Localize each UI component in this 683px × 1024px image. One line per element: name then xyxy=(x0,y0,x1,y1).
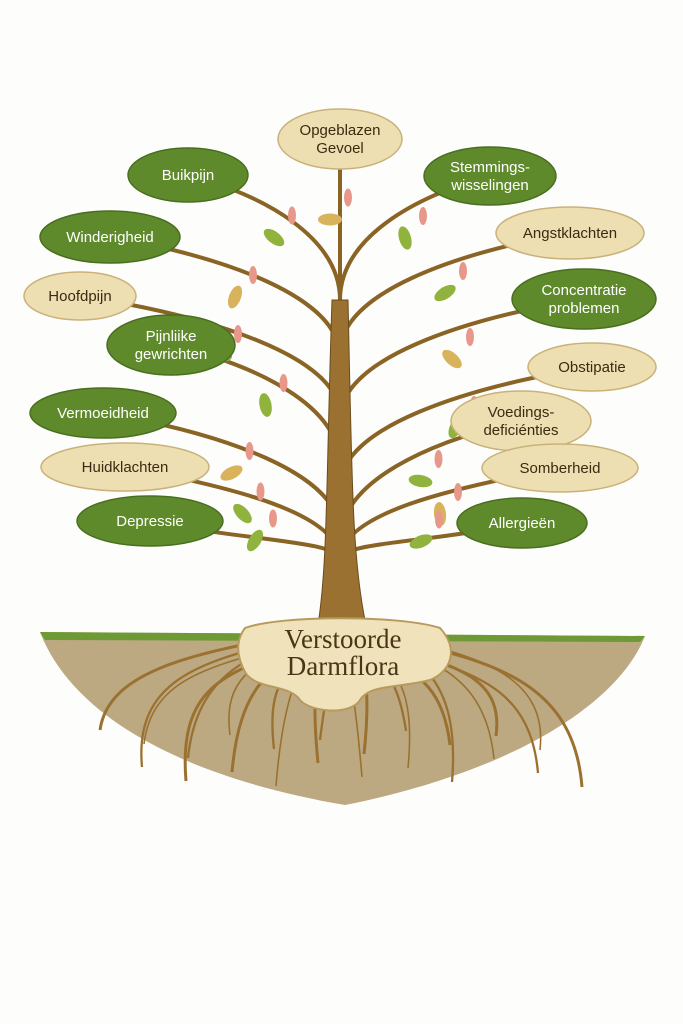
symptom-label: Stemmings-wisselingen xyxy=(423,146,557,206)
flower-bud xyxy=(245,442,254,460)
leaf xyxy=(220,465,243,481)
label-text: wisselingen xyxy=(450,177,529,194)
leaf xyxy=(318,213,342,226)
label-bubble xyxy=(481,443,639,493)
flower-bud xyxy=(249,266,257,284)
leaf xyxy=(263,228,285,247)
symptom-label: Buikpijn xyxy=(127,147,249,203)
label-bubble xyxy=(29,387,177,439)
symptom-label: Voedings-deficiénties xyxy=(450,390,592,452)
label-bubble xyxy=(450,390,592,452)
label-text: Opgeblazen xyxy=(300,122,381,139)
label-text: deficiénties xyxy=(483,422,558,439)
label-text: Winderigheid xyxy=(66,229,154,246)
label-text: Hoofdpijn xyxy=(48,288,111,305)
label-bubble xyxy=(511,268,657,330)
flower-bud xyxy=(466,328,474,346)
flower-bud xyxy=(344,188,352,207)
label-text: Huidklachten xyxy=(82,459,169,476)
label-bubble xyxy=(127,147,249,203)
flower-bud xyxy=(279,374,288,392)
label-text: Allergieën xyxy=(489,515,556,532)
root-label-verstoorde-darmflora: Verstoorde Darmflora xyxy=(237,617,452,712)
label-text: Concentratie xyxy=(541,282,626,299)
label-text: gewrichten xyxy=(135,346,208,363)
flower-bud xyxy=(434,450,443,468)
leaf xyxy=(246,529,264,552)
label-bubble xyxy=(106,314,236,376)
leaf xyxy=(398,226,412,250)
symptom-label: Somberheid xyxy=(481,443,639,493)
label-bubble xyxy=(23,271,137,321)
label-text: Obstipatie xyxy=(558,359,626,376)
label-text: problemen xyxy=(549,300,620,317)
root-label-line2: Darmflora xyxy=(287,651,399,681)
label-text: Depressie xyxy=(116,513,184,530)
symptom-label: Hoofdpijn xyxy=(23,271,137,321)
symptom-label: Vermoeidheid xyxy=(29,387,177,439)
root-label-line1: Verstoorde xyxy=(285,624,402,654)
symptom-label: Winderigheid xyxy=(39,210,181,264)
leaf xyxy=(227,285,243,309)
flower-bud xyxy=(234,325,242,343)
flower-bud xyxy=(435,510,443,529)
symptom-label: Angstklachten xyxy=(495,206,645,260)
tree-trunk xyxy=(317,299,367,626)
label-text: Angstklachten xyxy=(523,225,617,242)
label-bubble xyxy=(456,497,588,549)
label-bubble xyxy=(423,146,557,206)
label-text: Pijnliike xyxy=(146,328,197,345)
leaf xyxy=(409,534,433,549)
leaf xyxy=(434,284,456,302)
flower-bud xyxy=(256,482,265,501)
symptom-label: Obstipatie xyxy=(527,342,657,392)
label-text: Somberheid xyxy=(520,460,601,477)
label-bubble xyxy=(40,442,210,492)
label-text: Stemmings- xyxy=(450,159,530,176)
leaf xyxy=(259,393,272,417)
label-text: Vermoeidheid xyxy=(57,405,149,422)
flower-bud xyxy=(454,483,462,501)
symptom-label: Allergieën xyxy=(456,497,588,549)
symptom-label: Huidklachten xyxy=(40,442,210,492)
leaf xyxy=(442,349,462,369)
label-bubble xyxy=(39,210,181,264)
leaf xyxy=(408,474,433,488)
label-bubble xyxy=(277,108,403,170)
flower-bud xyxy=(288,206,296,225)
flower-bud xyxy=(269,509,277,528)
flower-bud xyxy=(459,262,467,280)
label-bubble xyxy=(495,206,645,260)
leaf xyxy=(233,503,252,524)
label-bubble xyxy=(76,495,224,547)
label-text: Gevoel xyxy=(316,140,364,157)
label-text: Buikpijn xyxy=(162,167,215,184)
label-bubble xyxy=(527,342,657,392)
label-text: Voedings- xyxy=(488,404,555,421)
symptom-label: Depressie xyxy=(76,495,224,547)
flower-bud xyxy=(419,207,427,225)
tree-leaves xyxy=(208,188,478,552)
